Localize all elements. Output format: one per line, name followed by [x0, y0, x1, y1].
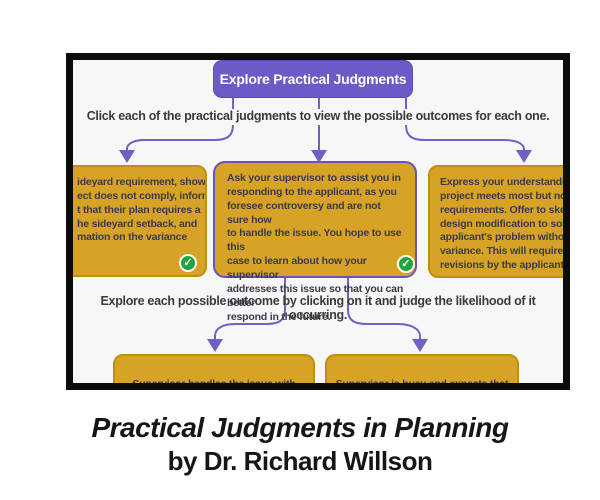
instruction-top: Click each of the practical judgments to…	[86, 109, 550, 123]
completed-check-icon: ✓	[397, 255, 415, 273]
caption: Practical Judgments in Planning by Dr. R…	[0, 411, 600, 478]
outcome-curve-left	[214, 278, 286, 341]
outcome-curve-right	[347, 278, 421, 341]
arrowhead-mid-icon	[311, 150, 327, 163]
lesson-frame: Explore Practical Judgments Click each o…	[66, 53, 570, 390]
arrowhead-outcome-left-icon	[207, 339, 223, 352]
judgment-card-left[interactable]: ideyard requirement, show ect does not c…	[73, 165, 207, 277]
lesson-title-banner: Explore Practical Judgments	[213, 60, 413, 98]
lesson-title-text: Explore Practical Judgments	[219, 71, 407, 87]
outcome-card-left[interactable]: Supervisor handles the issue with finess…	[113, 354, 315, 383]
completed-check-icon: ✓	[179, 254, 197, 272]
judgment-card-middle-selected[interactable]: Ask your supervisor to assist you in res…	[213, 161, 417, 323]
judgment-card-right[interactable]: Express your understanding th project me…	[428, 165, 563, 278]
caption-author: by Dr. Richard Willson	[167, 446, 433, 476]
arrow-curve-right	[405, 124, 525, 152]
caption-title: Practical Judgments in Planning	[91, 412, 509, 443]
connector-arrows	[119, 98, 532, 352]
arrowhead-right-icon	[516, 150, 532, 163]
outcome-card-right[interactable]: Supervisor is busy and expects that you	[325, 354, 519, 383]
arrow-curve-left	[126, 124, 234, 152]
arrowhead-left-icon	[119, 150, 135, 163]
instruction-bottom: Explore each possible outcome by clickin…	[100, 294, 536, 322]
arrowhead-outcome-right-icon	[412, 339, 428, 352]
